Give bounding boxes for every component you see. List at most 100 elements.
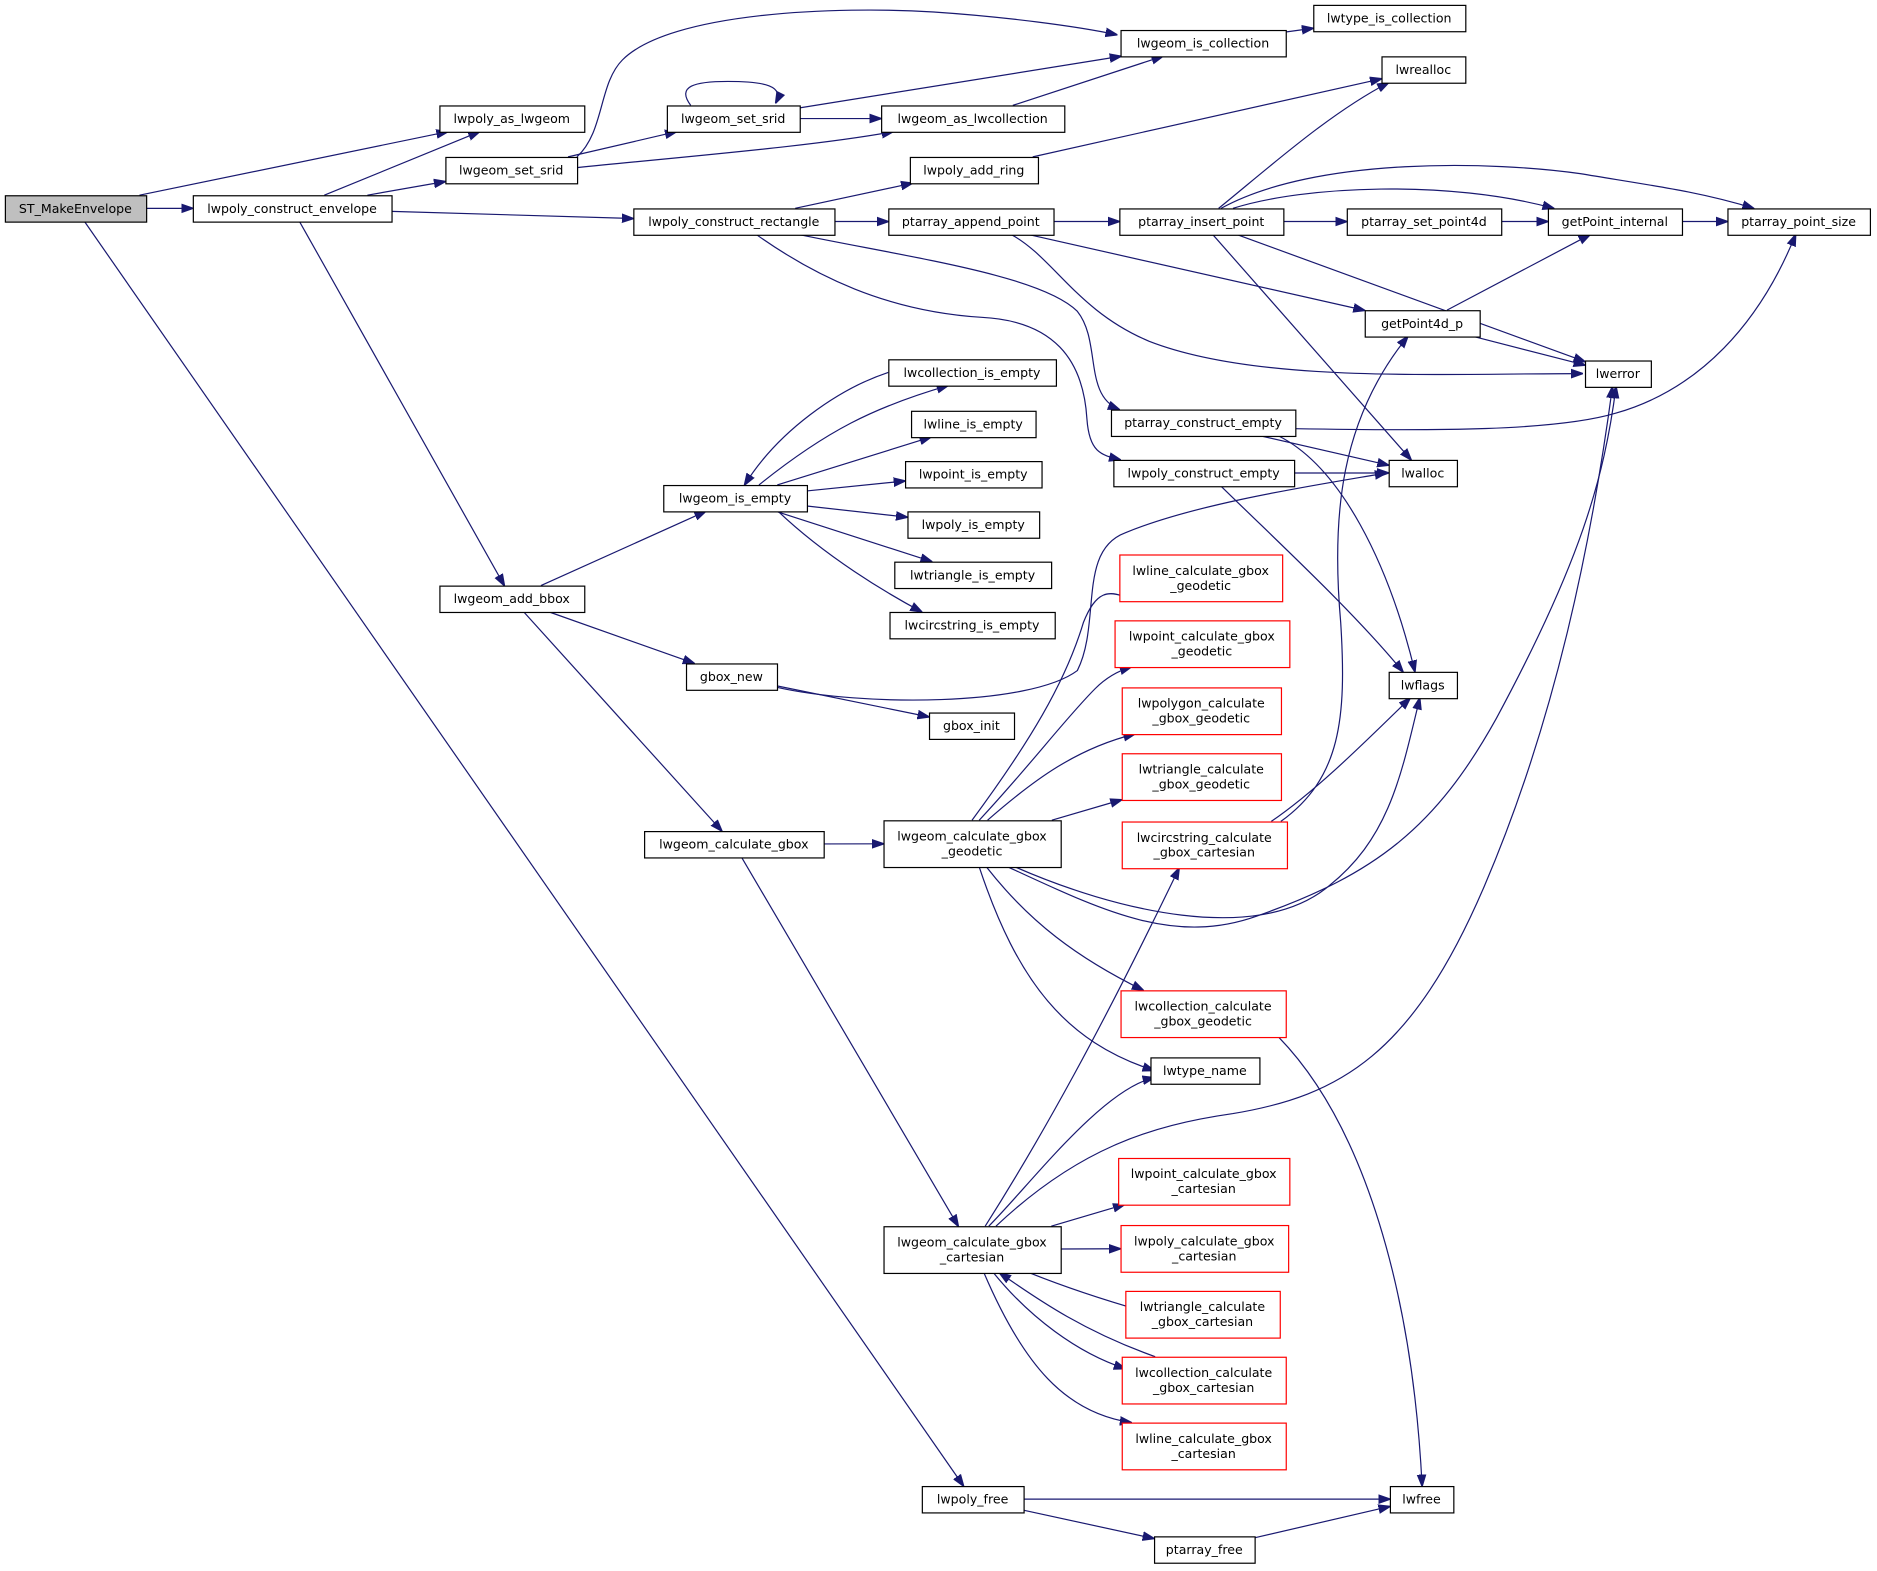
node-box[interactable] — [1381, 56, 1467, 84]
node-lwpoly-construct-empty[interactable]: lwpoly_construct_empty — [1113, 459, 1296, 488]
node-box[interactable] — [928, 712, 1016, 740]
node-lwpoint-calculate-gbox-cartesian[interactable]: lwpoint_calculate_gbox_cartesian — [1118, 1157, 1291, 1206]
node-box[interactable] — [644, 831, 825, 859]
node-box[interactable] — [894, 561, 1053, 590]
node-box[interactable] — [907, 511, 1041, 539]
node-box[interactable] — [909, 156, 1040, 185]
node-box[interactable] — [1388, 459, 1459, 488]
node-box[interactable] — [883, 1226, 1062, 1275]
node-box[interactable] — [1120, 990, 1287, 1039]
node-box[interactable] — [921, 1485, 1025, 1514]
node-box[interactable] — [4, 195, 148, 223]
node-ptarray-point-size[interactable]: ptarray_point_size — [1727, 208, 1872, 236]
node-lwcircstring-is-empty[interactable]: lwcircstring_is_empty — [889, 611, 1056, 640]
node-lwfree[interactable]: lwfree — [1389, 1485, 1455, 1514]
node-lwpoly-construct-envelope[interactable]: lwpoly_construct_envelope — [192, 195, 393, 223]
node-box[interactable] — [1125, 1290, 1281, 1339]
node-box[interactable] — [1121, 821, 1289, 870]
node-lwtriangle-calculate-gbox-cartesian[interactable]: lwtriangle_calculate_gbox_cartesian — [1125, 1290, 1281, 1339]
node-lwgeom-is-empty[interactable]: lwgeom_is_empty — [663, 484, 809, 513]
node-box[interactable] — [1346, 208, 1503, 236]
node-box[interactable] — [881, 105, 1066, 133]
node-box[interactable] — [1114, 620, 1291, 669]
node-box[interactable] — [1547, 208, 1684, 236]
node-lwpoint-is-empty[interactable]: lwpoint_is_empty — [904, 461, 1043, 489]
node-box[interactable] — [439, 585, 586, 614]
node-box[interactable] — [1120, 29, 1287, 58]
node-box[interactable] — [1121, 753, 1283, 802]
node-box[interactable] — [1110, 409, 1297, 438]
node-lwcircstring-calculate-gbox-cartesian[interactable]: lwcircstring_calculate_gbox_cartesian — [1121, 821, 1289, 870]
node-box[interactable] — [888, 359, 1058, 387]
node-lwcollection-calculate-gbox-geodetic[interactable]: lwcollection_calculate_gbox_geodetic — [1120, 990, 1287, 1039]
node-box[interactable] — [1121, 1422, 1287, 1471]
node-ptarray-set-point4d[interactable]: ptarray_set_point4d — [1346, 208, 1503, 236]
node-box[interactable] — [663, 484, 809, 513]
node-lwerror[interactable]: lwerror — [1584, 360, 1652, 388]
node-lwgeom-set-srid[interactable]: lwgeom_set_srid — [445, 156, 579, 185]
node-lwgeom-add-bbox[interactable]: lwgeom_add_bbox — [439, 585, 586, 614]
node-box[interactable] — [1121, 687, 1283, 736]
node-lwgeom-calculate-gbox-cartesian[interactable]: lwgeom_calculate_gbox_cartesian — [883, 1226, 1062, 1275]
node-lwtriangle-calculate-gbox-geodetic[interactable]: lwtriangle_calculate_gbox_geodetic — [1121, 753, 1283, 802]
node-lwpoly-calculate-gbox-cartesian[interactable]: lwpoly_calculate_gbox_cartesian — [1120, 1224, 1290, 1273]
node-lwcollection-calculate-gbox-cartesian[interactable]: lwcollection_calculate_gbox_cartesian — [1121, 1356, 1287, 1405]
node-box[interactable] — [666, 105, 801, 133]
node-box[interactable] — [445, 156, 579, 185]
node-lwgeom-as-lwcollection[interactable]: lwgeom_as_lwcollection — [881, 105, 1066, 133]
node-box[interactable] — [1119, 554, 1284, 603]
node-box[interactable] — [1364, 310, 1481, 338]
node-getpoint4d-p[interactable]: getPoint4d_p — [1364, 310, 1481, 338]
node-box[interactable] — [1113, 459, 1296, 488]
node-box[interactable] — [910, 410, 1037, 439]
node-ptarray-insert-point[interactable]: ptarray_insert_point — [1119, 208, 1285, 236]
node-box[interactable] — [1388, 671, 1459, 700]
node-lwflags[interactable]: lwflags — [1388, 671, 1459, 700]
node-ptarray-append-point[interactable]: ptarray_append_point — [888, 208, 1055, 236]
node-box[interactable] — [1119, 208, 1285, 236]
node-box[interactable] — [1153, 1536, 1256, 1564]
node-ptarray-free[interactable]: ptarray_free — [1153, 1536, 1256, 1564]
node-lwpoly-construct-rectangle[interactable]: lwpoly_construct_rectangle — [633, 208, 836, 236]
node-gbox-init[interactable]: gbox_init — [928, 712, 1016, 740]
node-box[interactable] — [439, 105, 586, 133]
node-lwpoly-as-lwgeom[interactable]: lwpoly_as_lwgeom — [439, 105, 586, 133]
node-box[interactable] — [192, 195, 393, 223]
node-box[interactable] — [904, 461, 1043, 489]
node-gbox-new[interactable]: gbox_new — [685, 663, 779, 691]
node-lwpolygon-calculate-gbox-geodetic[interactable]: lwpolygon_calculate_gbox_geodetic — [1121, 687, 1283, 736]
node-lwtype-is-collection[interactable]: lwtype_is_collection — [1313, 4, 1467, 33]
node-box[interactable] — [888, 208, 1055, 236]
node-ptarray-construct-empty[interactable]: ptarray_construct_empty — [1110, 409, 1297, 438]
node-lwline-is-empty[interactable]: lwline_is_empty — [910, 410, 1037, 439]
node-box[interactable] — [685, 663, 779, 691]
node-box[interactable] — [1727, 208, 1872, 236]
node-box[interactable] — [1389, 1485, 1455, 1514]
node-box[interactable] — [883, 820, 1062, 869]
node-lwpoint-calculate-gbox-geodetic[interactable]: lwpoint_calculate_gbox_geodetic — [1114, 620, 1291, 669]
node-box[interactable] — [1584, 360, 1652, 388]
node-lwpoly-add-ring[interactable]: lwpoly_add_ring — [909, 156, 1040, 185]
node-lwline-calculate-gbox-geodetic[interactable]: lwline_calculate_gbox_geodetic — [1119, 554, 1284, 603]
node-lwgeom-calculate-gbox[interactable]: lwgeom_calculate_gbox — [644, 831, 825, 859]
node-lwrealloc[interactable]: lwrealloc — [1381, 56, 1467, 84]
node-lwgeom-set-srid2[interactable]: lwgeom_set_srid — [666, 105, 801, 133]
node-box[interactable] — [889, 611, 1056, 640]
node-st-makeenvelope[interactable]: ST_MakeEnvelope — [4, 195, 148, 223]
node-lwalloc[interactable]: lwalloc — [1388, 459, 1459, 488]
node-box[interactable] — [1121, 1356, 1287, 1405]
node-lwgeom-calculate-gbox-geodetic[interactable]: lwgeom_calculate_gbox_geodetic — [883, 820, 1062, 869]
node-lwtype-name[interactable]: lwtype_name — [1150, 1057, 1261, 1085]
node-box[interactable] — [1313, 4, 1467, 33]
node-box[interactable] — [1150, 1057, 1261, 1085]
node-lwline-calculate-gbox-cartesian[interactable]: lwline_calculate_gbox_cartesian — [1121, 1422, 1287, 1471]
node-box[interactable] — [633, 208, 836, 236]
node-box[interactable] — [1118, 1157, 1291, 1206]
node-getpoint-internal[interactable]: getPoint_internal — [1547, 208, 1684, 236]
node-lwpoly-free[interactable]: lwpoly_free — [921, 1485, 1025, 1514]
node-lwgeom-is-collection[interactable]: lwgeom_is_collection — [1120, 29, 1287, 58]
node-lwpoly-is-empty[interactable]: lwpoly_is_empty — [907, 511, 1041, 539]
node-lwtriangle-is-empty[interactable]: lwtriangle_is_empty — [894, 561, 1053, 590]
node-lwcollection-is-empty[interactable]: lwcollection_is_empty — [888, 359, 1058, 387]
node-box[interactable] — [1120, 1224, 1290, 1273]
